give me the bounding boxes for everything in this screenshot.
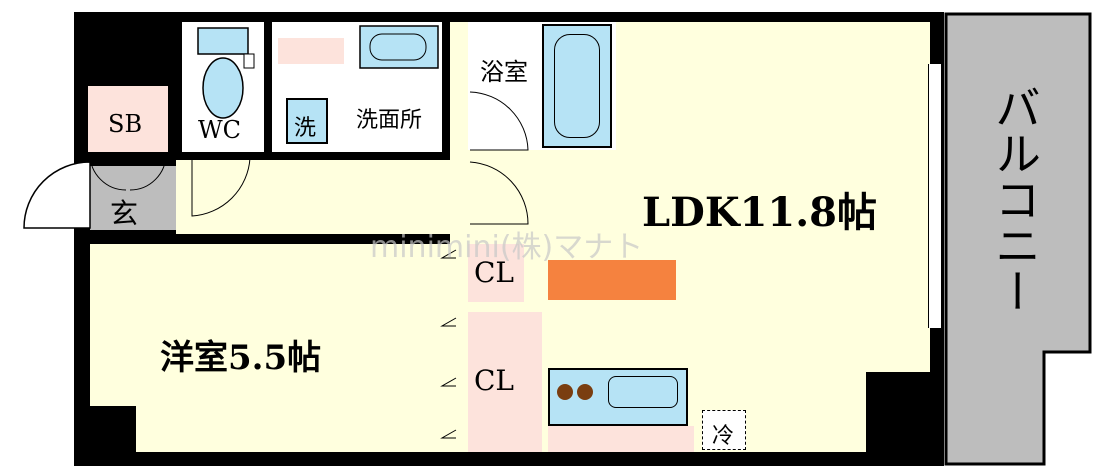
western-room-label: 洋室5.5帖 bbox=[160, 338, 322, 378]
bath-label: 浴室 bbox=[480, 58, 528, 86]
closet-doors bbox=[440, 249, 457, 439]
kitchen-floor bbox=[548, 426, 694, 452]
fridge-label: 冷 bbox=[712, 424, 735, 449]
toilet-icon bbox=[197, 27, 255, 119]
hallway bbox=[176, 160, 466, 234]
genkan bbox=[90, 166, 176, 230]
bathtub-inner bbox=[554, 34, 600, 138]
fridge-space bbox=[702, 410, 746, 450]
washroom-counter bbox=[278, 38, 344, 64]
balcony-label: バルコニー bbox=[988, 84, 1042, 314]
wc-label: WC bbox=[198, 116, 242, 144]
washer-space bbox=[286, 98, 328, 144]
sb-label: SB bbox=[108, 110, 143, 138]
washroom-label: 洗面所 bbox=[356, 108, 423, 133]
entrance-door-swing bbox=[23, 161, 91, 229]
washroom-sliding-door bbox=[290, 154, 440, 160]
washer-label: 洗 bbox=[294, 116, 317, 141]
shoe-box bbox=[88, 86, 168, 152]
wc-door-swing bbox=[191, 154, 251, 217]
watermark: minimini(株)マナト bbox=[370, 230, 644, 265]
washbasin-icon bbox=[359, 25, 439, 69]
ldk-corner-wall bbox=[866, 372, 944, 466]
balcony: バルコニー bbox=[944, 12, 1092, 466]
closet-upper bbox=[468, 244, 524, 302]
ldk-window bbox=[928, 64, 942, 328]
bath-door-swing bbox=[469, 91, 529, 151]
sb-doors bbox=[88, 153, 168, 191]
kitchen-counter bbox=[548, 260, 676, 300]
western-room-lower bbox=[136, 404, 458, 452]
stove-icon bbox=[557, 384, 593, 400]
closet-upper-label: CL bbox=[474, 256, 515, 289]
closet-lower bbox=[468, 312, 542, 452]
western-room bbox=[90, 244, 458, 406]
ldk-label: LDK11.8帖 bbox=[642, 189, 877, 236]
sink-icon bbox=[608, 376, 678, 408]
closet-lower-label: CL bbox=[474, 364, 515, 397]
hall-door-swing bbox=[469, 161, 529, 225]
entrance-label: 玄 bbox=[110, 197, 139, 230]
